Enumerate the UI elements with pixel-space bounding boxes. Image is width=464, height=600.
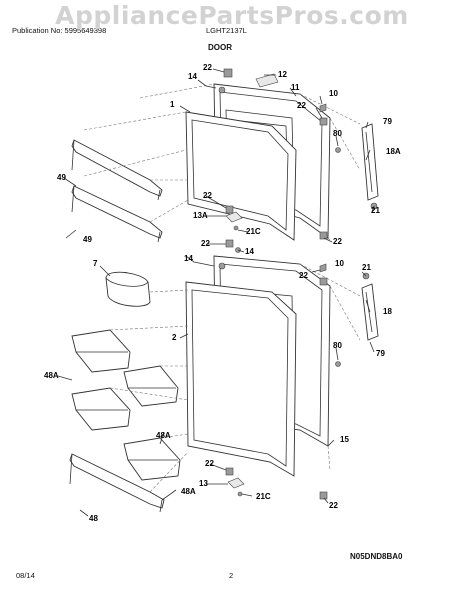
top-cap-12 — [255, 73, 279, 88]
label-49: 49 — [57, 173, 66, 182]
section-title: DOOR — [208, 43, 232, 52]
label-79: 79 — [383, 117, 392, 126]
label-14: 14 — [245, 247, 254, 256]
label-7: 7 — [93, 259, 98, 268]
diagram-code: N05DND8BA0 — [350, 552, 403, 561]
label-48A: 48A — [44, 371, 59, 380]
label-21C: 21C — [246, 227, 261, 236]
label-2: 2 — [172, 333, 177, 342]
label-22: 22 — [203, 191, 212, 200]
freezer-door-shelf-lower — [71, 185, 163, 239]
watermark: AppliancePartsPros.com — [55, 1, 409, 30]
cap-22-lower-bottom — [225, 467, 234, 476]
label-48A: 48A — [156, 431, 171, 440]
label-80: 80 — [333, 129, 342, 138]
label-18: 18 — [383, 307, 392, 316]
label-48: 48 — [89, 514, 98, 523]
footer-page-number: 2 — [229, 571, 234, 580]
door-bin-48A-top-left — [71, 329, 131, 373]
cap-21C-lower — [237, 491, 243, 497]
screw-14-lower-left — [218, 262, 226, 270]
cap-22-upper-right — [319, 117, 328, 126]
stop-13 — [227, 477, 245, 489]
label-48A: 48A — [181, 487, 196, 496]
screw-14-upper — [218, 86, 226, 94]
label-21C: 21C — [256, 492, 271, 501]
label-21: 21 — [362, 263, 371, 272]
label-79: 79 — [376, 349, 385, 358]
publication-number: Publication No: 5995649398 — [12, 26, 107, 35]
label-22: 22 — [203, 63, 212, 72]
cap-21C-upper — [233, 225, 239, 231]
stop-13A — [225, 211, 243, 223]
label-22: 22 — [205, 459, 214, 468]
model-number: LGHT2137L — [206, 26, 247, 35]
label-22: 22 — [297, 101, 306, 110]
label-18A: 18A — [386, 147, 401, 156]
cap-22-upper-hinge — [319, 231, 328, 240]
label-49: 49 — [83, 235, 92, 244]
door-bin-48A-bottom-right — [123, 437, 181, 481]
door-bin-48A-mid-right — [123, 365, 179, 407]
fresh-food-door-gasket — [185, 281, 297, 477]
screw-80-upper — [335, 147, 341, 153]
label-13A: 13A — [193, 211, 208, 220]
footer-date: 08/14 — [16, 571, 35, 580]
label-15: 15 — [340, 435, 349, 444]
door-shelf-48 — [69, 453, 165, 509]
label-10: 10 — [335, 259, 344, 268]
label-80: 80 — [333, 341, 342, 350]
label-13: 13 — [199, 479, 208, 488]
label-22: 22 — [201, 239, 210, 248]
label-14: 14 — [188, 72, 197, 81]
screw-10-upper — [319, 103, 327, 113]
screw-10-lower — [319, 263, 327, 273]
cap-22-lower-hinge — [319, 491, 328, 500]
label-1: 1 — [170, 100, 175, 109]
label-11: 11 — [291, 83, 300, 92]
freezer-door-shelf-upper — [71, 139, 163, 197]
freezer-door-gasket — [185, 111, 297, 241]
door-bin-48A-mid-left — [71, 387, 131, 431]
label-21: 21 — [371, 206, 380, 215]
freezer-handle — [361, 123, 379, 201]
label-22: 22 — [299, 271, 308, 280]
label-10: 10 — [329, 89, 338, 98]
label-22: 22 — [333, 237, 342, 246]
label-14: 14 — [184, 254, 193, 263]
screw-80-lower — [335, 361, 341, 367]
hinge-pin-cover-top — [223, 68, 233, 78]
label-22: 22 — [329, 501, 338, 510]
label-12: 12 — [278, 70, 287, 79]
cap-22-upper-bottom — [225, 205, 234, 214]
dairy-container-7 — [105, 271, 151, 307]
cap-22-lower-right — [319, 277, 328, 286]
cap-22-lower-top — [225, 239, 234, 248]
